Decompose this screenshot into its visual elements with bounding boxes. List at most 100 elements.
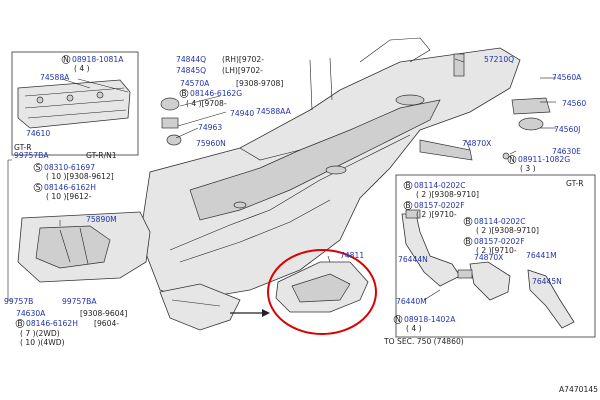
label-text: 74560 (562, 99, 586, 108)
label-gtr2: GT-R (566, 179, 584, 188)
callout-circle (463, 217, 473, 226)
label-text: 74963 (198, 123, 222, 132)
label-text: TO SEC. 750 (74860) (383, 337, 464, 346)
label-p99757B: 99757B (4, 297, 33, 306)
label-subtext: ( 4 ) (74, 64, 90, 73)
callout-letter: B (17, 319, 22, 328)
label-p74610: 74610 (26, 129, 50, 138)
label-b08157b: B 08157-0202F( 2 )[9710- (463, 237, 525, 255)
mount-parts-right (419, 53, 551, 161)
label-text: (LH)[9702- (222, 66, 263, 75)
highlight-circle (267, 249, 377, 335)
label-p74870X: 74870X (462, 139, 491, 148)
callout-letter: S (36, 163, 41, 172)
label-text: 08114-0202C (414, 181, 466, 190)
callout-letter: B (465, 237, 470, 246)
label-text: 74560A (552, 73, 582, 82)
gtr-rear-ducts (401, 209, 575, 329)
label-p74560: 74560 (562, 99, 586, 108)
label-text: 74630A (16, 309, 46, 318)
label-text: 74588AA (256, 107, 292, 116)
callout-letter: N (509, 155, 515, 164)
label-text: GT-R (566, 179, 584, 188)
leader-lines (59, 58, 556, 301)
label-text: GT-R (14, 143, 32, 152)
callout-letter: N (63, 55, 69, 64)
label-subtext: ( 10 )[9308-9612] (46, 172, 114, 181)
label-text: 08114-0202C (474, 217, 526, 226)
label-subtext: ( 2 )[9710- (416, 210, 457, 219)
label-text: 08911-1082G (518, 155, 570, 164)
diagram-id: A7470145 (559, 385, 598, 394)
label-p75960N: 75960N (196, 139, 226, 148)
label-p74870X2: 74870X (474, 253, 503, 262)
callout-letter: B (465, 217, 470, 226)
label-text: 57210Q (484, 55, 514, 64)
label-gtr1: GT-R (14, 143, 32, 152)
mount-parts-center (160, 97, 182, 146)
label-p74845Q: 74845Q (176, 66, 206, 75)
label-b2wd: ( 7 )(2WD) (20, 329, 60, 338)
label-b4wd: ( 10 )(4WD) (20, 338, 65, 347)
label-p74570Ar: [9308-9708] (236, 79, 283, 88)
label-text: 08310-61697 (44, 163, 95, 172)
label-text: 74844Q (176, 55, 206, 64)
callout-circle (403, 181, 413, 190)
label-text: GT-R/N1 (86, 151, 117, 160)
label-text: 74845Q (176, 66, 206, 75)
label-subtext: ( 2 )[9710- (476, 246, 517, 255)
label-text: 74811 (340, 251, 364, 260)
callout-circle (393, 315, 403, 324)
label-text: ( 7 )(2WD) (20, 329, 60, 338)
label-text: 74610 (26, 129, 50, 138)
label-p76445N: 76445N (532, 277, 562, 286)
label-p74588A: 74588A (40, 73, 70, 82)
label-p75890M: 75890M (86, 215, 117, 224)
undercover-74811-circled (267, 249, 377, 335)
label-p99757BA2: 99757BA (62, 297, 97, 306)
label-text: 99757BA (14, 151, 49, 160)
label-text: 08918-1081A (72, 55, 124, 64)
callout-letter: B (405, 181, 410, 190)
label-p76440M: 76440M (396, 297, 427, 306)
callout-circle (403, 201, 413, 210)
label-b08146: B 08146-6162H (15, 319, 78, 328)
callout-circle (33, 163, 43, 172)
label-text: 76444N (398, 255, 428, 264)
label-text: 74940 (230, 109, 254, 118)
front-panel-74610 (17, 79, 131, 129)
label-text: 08146-6162G (190, 89, 242, 98)
label-text: 74870X (474, 253, 503, 262)
callout-circle (61, 55, 71, 64)
label-text: 08918-1402A (404, 315, 456, 324)
label-subtext: ( 10 )[9612- (46, 192, 92, 201)
label-text: 74630E (552, 147, 581, 156)
label-text: 76441M (526, 251, 557, 260)
floor-pan-assembly (139, 37, 521, 301)
label-text: [9308-9708] (236, 79, 283, 88)
callout-circle (179, 89, 189, 98)
label-subtext: ( 4 ) (406, 324, 422, 333)
bracket-line-left (7, 159, 12, 301)
callout-circle (33, 183, 43, 192)
label-text: 75960N (196, 139, 226, 148)
label-text: (RH)[9702- (222, 55, 264, 64)
label-text: 08146-6162H (44, 183, 96, 192)
label-text: [9308-9604] (80, 309, 127, 318)
label-text: 08157-0202F (474, 237, 525, 246)
label-text: 08146-6162H (26, 319, 78, 328)
label-p74630E: 74630E (552, 147, 581, 156)
label-text: 74870X (462, 139, 491, 148)
callout-letter: S (36, 183, 41, 192)
label-subtext: ( 3 ) (520, 164, 536, 173)
label-subtext: ( 2 )[9308-9710] (476, 226, 539, 235)
callout-circle (507, 155, 517, 164)
label-text: 99757B (4, 297, 33, 306)
label-tosec: TO SEC. 750 (74860) (383, 337, 464, 346)
